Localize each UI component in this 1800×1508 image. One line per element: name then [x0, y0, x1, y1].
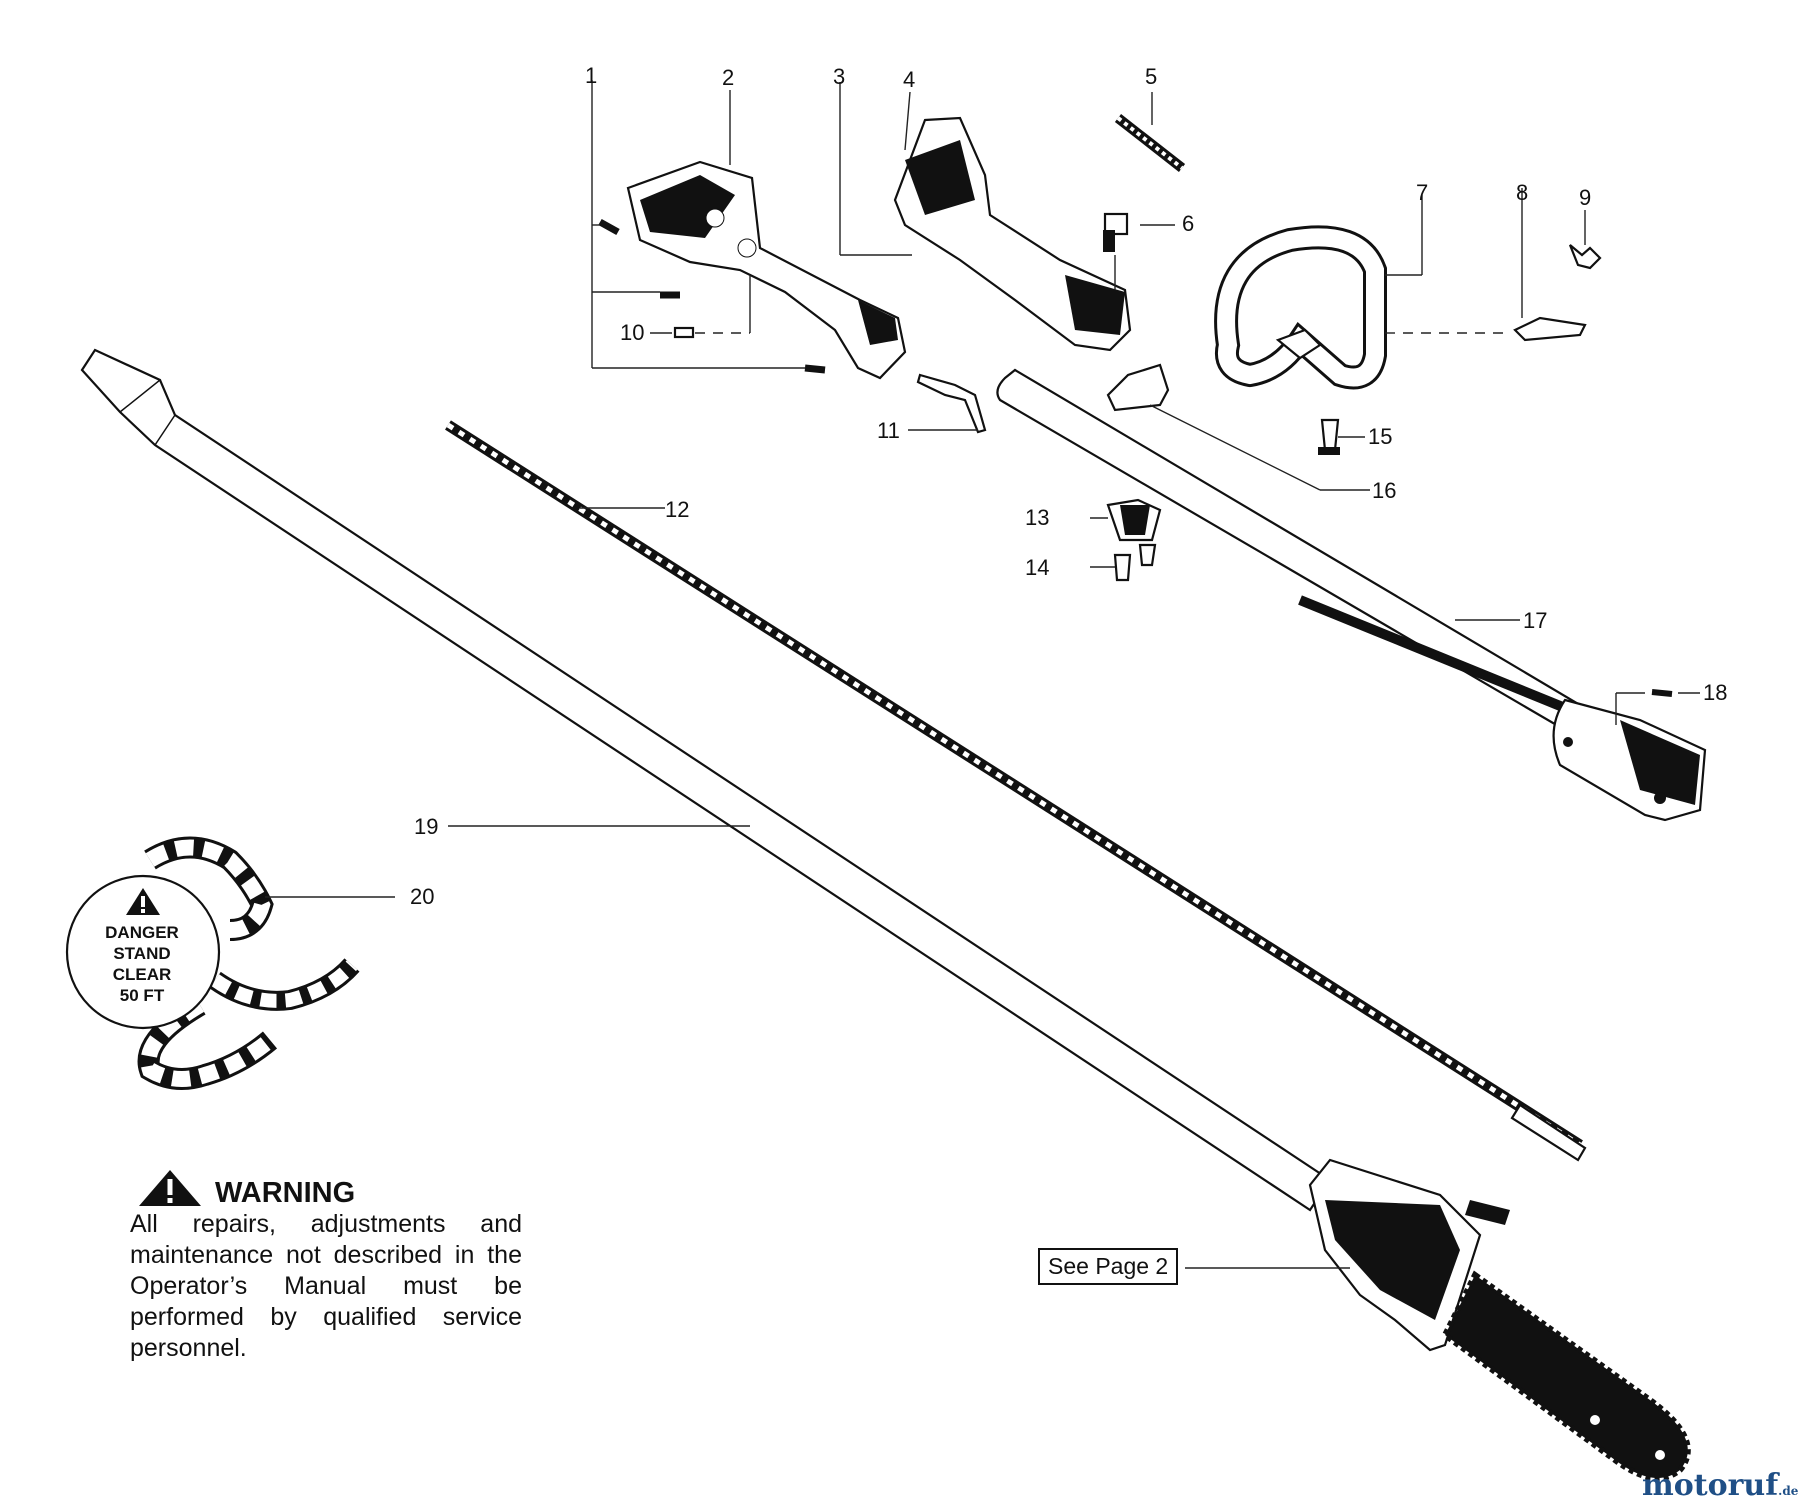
part-number-labels: 1 2 3 4 5 6 7 8 9 10 11 12 13 14 15 16 1… — [410, 63, 1727, 909]
part-label-6: 6 — [1182, 211, 1194, 236]
part-label-19: 19 — [414, 814, 438, 839]
part-label-9: 9 — [1579, 185, 1591, 210]
danger-line: DANGER — [105, 923, 179, 942]
danger-decal-text: DANGER STAND CLEAR 50 FT — [72, 922, 212, 1006]
part-label-20: 20 — [410, 884, 434, 909]
part-label-1: 1 — [585, 63, 597, 88]
wing-nut-9 — [1568, 244, 1602, 270]
part-label-3: 3 — [833, 64, 845, 89]
warning-notice: WARNING All repairs, adjustments and mai… — [130, 1170, 522, 1364]
watermark-logo: motoruf.de — [1642, 1468, 1798, 1503]
part-label-16: 16 — [1372, 478, 1396, 503]
shoulder-strap — [65, 836, 360, 1090]
bolt-5 — [1114, 114, 1186, 172]
see-page-reference: See Page 2 — [1038, 1248, 1179, 1285]
warning-body: All repairs, adjustments and maintenance… — [130, 1210, 522, 1362]
part-label-10: 10 — [620, 320, 644, 345]
part-label-14: 14 — [1025, 555, 1049, 580]
upper-tube — [996, 368, 1582, 732]
screw-15 — [1318, 418, 1340, 455]
leader-lines — [265, 80, 1700, 1269]
part-label-7: 7 — [1416, 180, 1428, 205]
nut-10 — [673, 326, 695, 339]
danger-line: CLEAR — [112, 965, 172, 984]
part-label-11: 11 — [877, 418, 900, 443]
loop-handle — [1214, 225, 1387, 390]
part-label-4: 4 — [903, 67, 915, 92]
watermark-text: motoruf — [1642, 1468, 1779, 1503]
coupler-housing — [1552, 698, 1707, 822]
part-label-15: 15 — [1368, 424, 1392, 449]
switch-6 — [1103, 212, 1129, 252]
throttle-housing-right — [893, 116, 1132, 352]
part-label-17: 17 — [1523, 608, 1547, 633]
throttle-housing-left — [626, 160, 907, 380]
part-label-8: 8 — [1516, 180, 1528, 205]
bracket-16 — [1106, 363, 1170, 412]
clamp-8 — [1513, 316, 1587, 342]
danger-line: STAND — [113, 944, 171, 963]
screws-14 — [1113, 543, 1157, 582]
screws-1 — [598, 218, 826, 374]
trigger-11 — [916, 373, 987, 434]
danger-line: 50 FT — [119, 986, 165, 1005]
clamp-13 — [1106, 498, 1162, 542]
part-label-5: 5 — [1145, 64, 1157, 89]
screw-18 — [1651, 689, 1673, 697]
warning-triangle-icon — [139, 1170, 201, 1206]
part-label-2: 2 — [722, 65, 734, 90]
watermark-suffix: .de — [1778, 1484, 1799, 1498]
warning-title: WARNING — [215, 1177, 356, 1209]
drive-shaft — [445, 420, 1587, 1162]
part-label-18: 18 — [1703, 680, 1727, 705]
saw-head — [1308, 1158, 1691, 1481]
part-label-13: 13 — [1025, 505, 1049, 530]
part-label-12: 12 — [665, 497, 689, 522]
